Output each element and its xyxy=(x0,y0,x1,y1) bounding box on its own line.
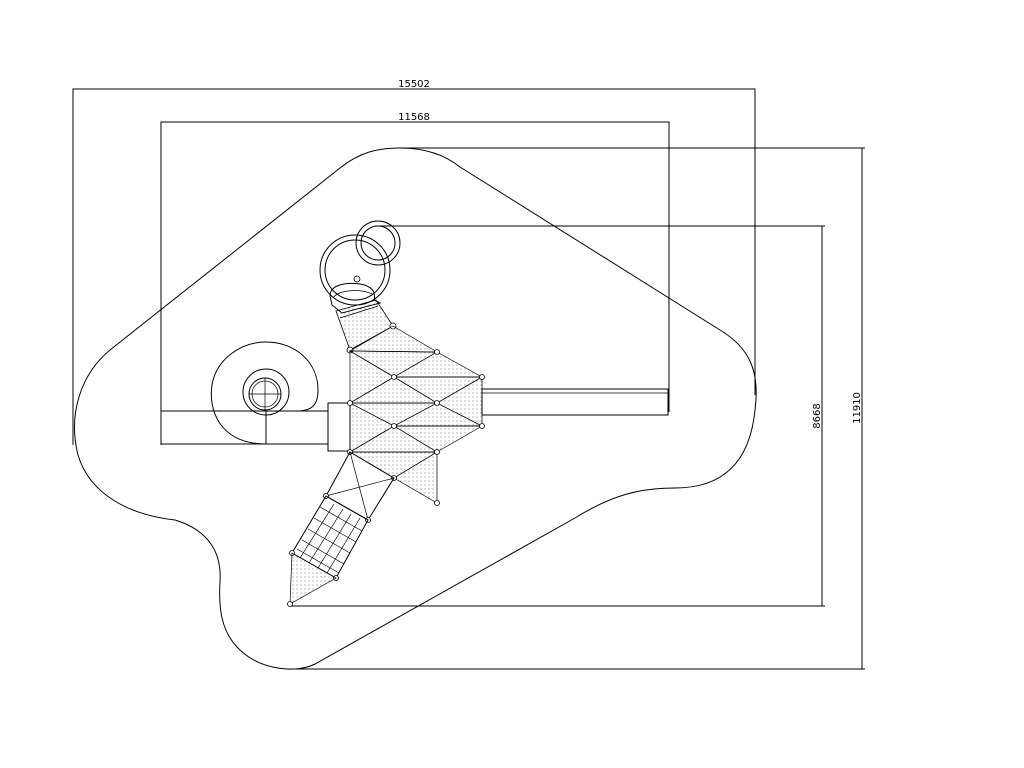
bottom-step-panel xyxy=(287,552,337,607)
triangular-deck xyxy=(347,325,485,506)
left-beam xyxy=(160,410,267,445)
top-spiral-slide xyxy=(319,220,401,314)
dimension-label-frame-width: 11568 xyxy=(398,112,430,123)
dimension-structure-height: 8668 xyxy=(290,225,825,607)
dimension-label-structure-height: 8668 xyxy=(812,403,823,428)
right-beam xyxy=(481,388,669,416)
net-ladder xyxy=(289,495,369,581)
dimension-overall-width: 15502 xyxy=(72,79,756,445)
spiral-tube-slide xyxy=(210,341,329,445)
dimension-overall-height: 11910 xyxy=(288,147,865,670)
dimension-frame-width: 11568 xyxy=(160,112,670,445)
safety-zone-outline xyxy=(74,147,757,670)
dimension-label-overall-height: 11910 xyxy=(852,392,863,424)
connector-block xyxy=(327,402,351,452)
dimension-label-overall-width: 15502 xyxy=(398,79,430,90)
